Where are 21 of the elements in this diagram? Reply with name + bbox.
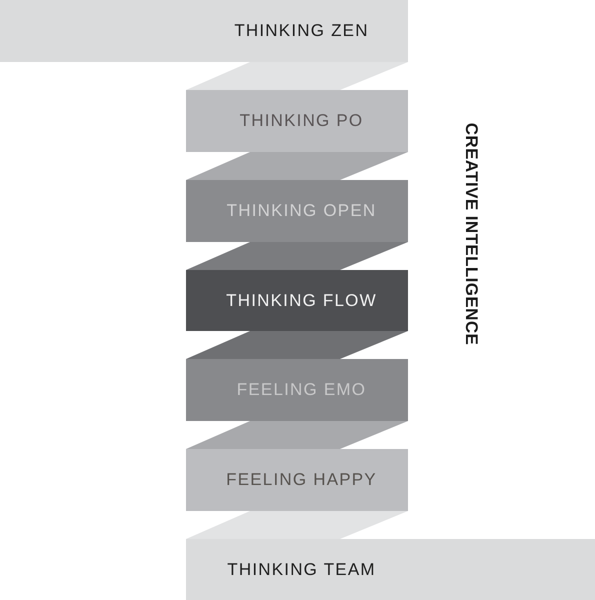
ribbon-band	[186, 270, 408, 331]
band-label: FEELING EMO	[236, 380, 366, 400]
ribbon-band	[186, 449, 408, 511]
vertical-label: CREATIVE INTELLIGENCE	[461, 122, 481, 346]
ribbon-fold	[186, 62, 408, 90]
band-label: THINKING ZEN	[234, 21, 369, 41]
band-label: THINKING TEAM	[227, 560, 376, 580]
band-label: THINKING PO	[240, 111, 364, 131]
ribbon-band	[186, 90, 408, 152]
ribbon-fold	[186, 421, 408, 449]
ribbon-fold	[186, 511, 408, 539]
ribbon-fold	[186, 242, 408, 270]
band-label: THINKING OPEN	[226, 201, 376, 221]
band-label: THINKING FLOW	[226, 290, 377, 310]
ribbon-band	[0, 0, 408, 62]
ribbon-band	[186, 539, 595, 600]
ribbon-fold	[186, 152, 408, 180]
ribbon-fold	[186, 331, 408, 359]
ribbon-band	[186, 359, 408, 421]
band-label: FEELING HAPPY	[226, 470, 377, 490]
ribbon-band	[186, 180, 408, 242]
